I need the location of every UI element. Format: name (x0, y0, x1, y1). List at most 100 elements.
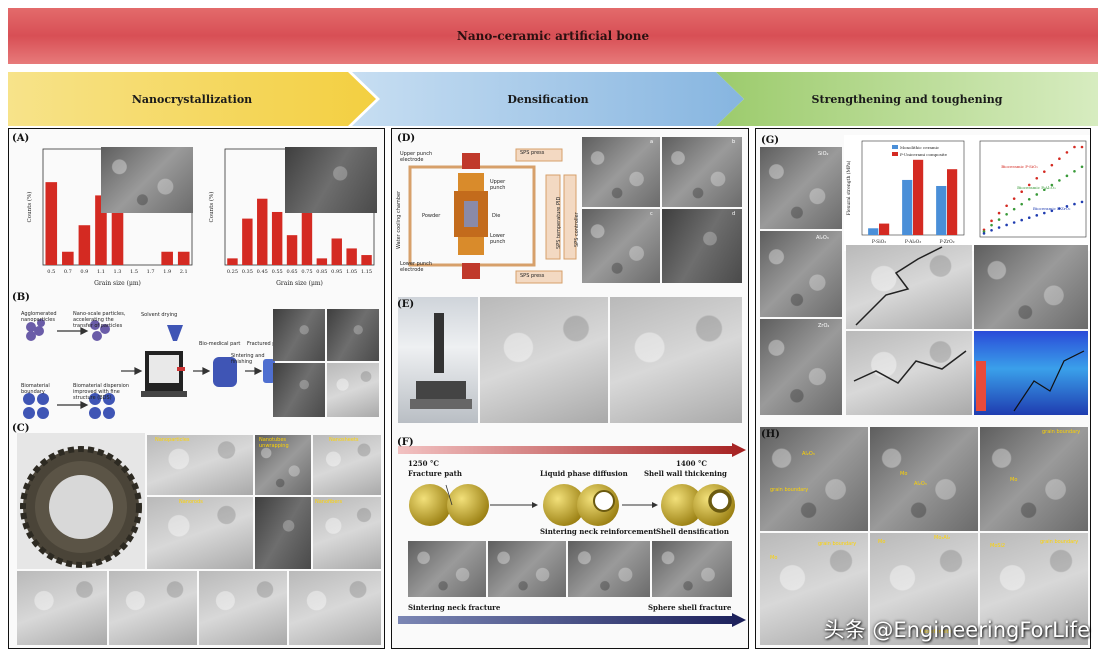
d-sem-c (582, 209, 660, 283)
g-line-point (1020, 190, 1023, 194)
d-text-lower-electrode: Lower punch electrode (400, 261, 432, 273)
band-str-label: Strengthening and toughening (811, 92, 1003, 106)
hist1-bar (111, 168, 124, 265)
g-line-point (1012, 197, 1016, 200)
g-line-point (1073, 170, 1076, 173)
g-line-point (997, 211, 1001, 215)
g-bar (913, 159, 924, 235)
g-tem-al2o3 (760, 231, 842, 317)
sps-schematic (408, 148, 577, 284)
g-bar (947, 169, 958, 235)
label-d: (D) (397, 133, 416, 144)
g-line-point (997, 218, 1001, 221)
f-shell-densification: Shell densification (656, 527, 729, 536)
g-line-point (1065, 174, 1069, 178)
g-line-point (1012, 207, 1016, 211)
d-text-water-chamber: Water cooling chamber (396, 190, 402, 249)
h-label-mo-4: Mo (770, 555, 778, 561)
d-letter-a: a (650, 139, 654, 145)
g-line-point (982, 228, 986, 232)
hist1-xlabel: Grain size (μm) (94, 280, 141, 287)
g-line-point (1043, 211, 1046, 215)
g-line-point (997, 226, 1001, 229)
c-sem-nanowires (255, 497, 311, 569)
b-text-7: Sintering and finishing (231, 353, 265, 365)
d-text-pid: SPS temperature PID (556, 196, 562, 249)
hist1-tick: 2.1 (180, 269, 188, 275)
hist2-bar (286, 235, 298, 265)
h-label-gb-3: grain boundary (1042, 429, 1081, 435)
sintering-spheres (409, 484, 735, 526)
label-g: (G) (761, 135, 780, 146)
d-letter-d: d (732, 211, 736, 217)
g-legend-label: P-Unicerami composite (900, 152, 948, 157)
hist1-tick: 1.1 (97, 269, 105, 275)
hist2-tick: 0.55 (272, 269, 283, 275)
printer-shape (410, 313, 472, 409)
h-label-mo-2: Mo (900, 471, 908, 477)
g-line-point (1020, 202, 1023, 206)
printer-photo (398, 297, 478, 423)
c-sem-nanoparticles (147, 435, 253, 495)
g-line-series-label: Bioceramic P-Al₂O₃ (1017, 185, 1056, 190)
label-e: (E) (397, 299, 415, 310)
d-letter-b: b (732, 139, 736, 145)
f-neck-reinforcement: Sintering neck reinforcement (540, 527, 657, 536)
g-legend-swatch (892, 152, 898, 156)
g-bar (936, 185, 947, 235)
b-text-5: Biomaterial dispersion improved with fin… (73, 383, 130, 401)
h-label-mo-5: Mo (878, 539, 886, 545)
hist2-tick: 0.35 (242, 269, 253, 275)
g-line-point (1065, 151, 1069, 154)
band-nanocrystallization: Nanocrystallization (8, 72, 376, 126)
crack-line-3 (853, 350, 967, 384)
band-strengthening: Strengthening and toughening (716, 72, 1098, 126)
band-dens-shape (352, 72, 744, 126)
g-bar-tick: P-SiO₂ (872, 239, 887, 245)
g-line-series-label: Bioceramic P-SiO₂ (1001, 164, 1038, 169)
g-crack-2 (974, 245, 1088, 329)
temp-arrow (398, 443, 746, 457)
h-sem-2 (870, 427, 978, 531)
g-line-point (1080, 145, 1084, 149)
title-banner: Nano-ceramic artificial bone (8, 8, 1098, 64)
g-line-point (1012, 221, 1016, 224)
h-label-al2o3-1: Al₂O₃ (802, 451, 815, 457)
d-sem-d (662, 209, 742, 283)
band-dens-label: Densification (507, 92, 589, 106)
h-label-gb-1: grain boundary (770, 487, 809, 493)
hist2-bar (361, 255, 372, 265)
g-line-point (1005, 212, 1008, 216)
label-c: (C) (12, 423, 30, 434)
g-phase-zro2: ZrO₂ (818, 323, 830, 329)
h-sem-5 (870, 533, 978, 645)
g-bar-tick: P-Al₂O₃ (905, 239, 921, 245)
label-b: (B) (12, 292, 30, 303)
gear-shape (20, 446, 142, 568)
g-legend-swatch (892, 145, 898, 149)
hist1-tick: 1.5 (130, 269, 138, 275)
b-text-2: Nano-scale particles, accelerating the t… (73, 311, 126, 329)
g-line-point (1005, 223, 1008, 227)
b-sem-2 (327, 309, 379, 361)
b-text-3: Solvent drying (141, 312, 178, 318)
hist1-tick: 1.9 (163, 269, 171, 275)
c-sem-nanorods (147, 497, 253, 569)
g-line-point (1043, 170, 1046, 173)
g-bar-ylabel: Flexural strength (MPa) (845, 160, 852, 215)
label-f: (F) (397, 437, 414, 448)
hist2-xlabel: Grain size (μm) (276, 280, 323, 287)
hist2-tick: 0.25 (227, 269, 238, 275)
h-sem-4 (760, 533, 868, 645)
d-text-controller: SPS controller (574, 212, 580, 247)
process-schematic-b (23, 319, 275, 419)
f-fracture-path: Fracture path (408, 469, 462, 478)
g-line-point (1027, 216, 1031, 219)
f-sem-1 (408, 541, 486, 597)
g-line-frame (979, 140, 1087, 238)
hist1-bar (45, 182, 58, 265)
label-a: (A) (12, 133, 30, 144)
hist2-bar (331, 238, 342, 265)
